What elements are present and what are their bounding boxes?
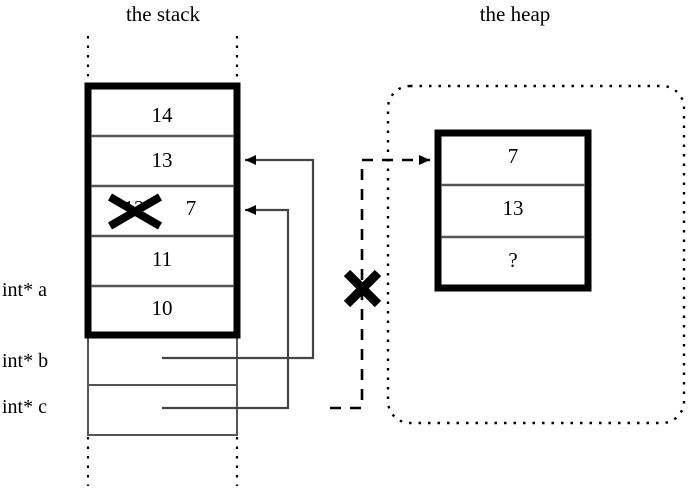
- stack-cell-12-new-value: 7: [185, 196, 197, 220]
- stack-cell-14-value: 14: [151, 103, 173, 127]
- pointer-label-b: int* b: [2, 350, 49, 372]
- heap-title: the heap: [479, 2, 551, 26]
- heap-cell-unknown-value: ?: [508, 248, 518, 272]
- pointer-label-a: int* a: [2, 279, 47, 301]
- stack-cell-10-value: 10: [151, 296, 173, 320]
- pointer-c-dashed-arrow: [330, 155, 430, 410]
- stack-pointer-rows-box: [87, 334, 238, 436]
- stack-dotted-extent-top: [86, 36, 239, 85]
- pointer-label-c: int* c: [2, 396, 47, 418]
- stack-cell-12-struck-value: 12: [123, 196, 145, 220]
- heap-cell-13-value: 13: [502, 196, 524, 220]
- stack-dotted-extent-bottom: [86, 437, 239, 486]
- stack-title: the stack: [125, 2, 201, 26]
- stack-cell-11-value: 11: [151, 247, 173, 271]
- x-cross-icon-pointer-c: [343, 269, 382, 308]
- stack-cell-13-value: 13: [151, 148, 173, 172]
- heap-cell-7-value: 7: [507, 144, 519, 168]
